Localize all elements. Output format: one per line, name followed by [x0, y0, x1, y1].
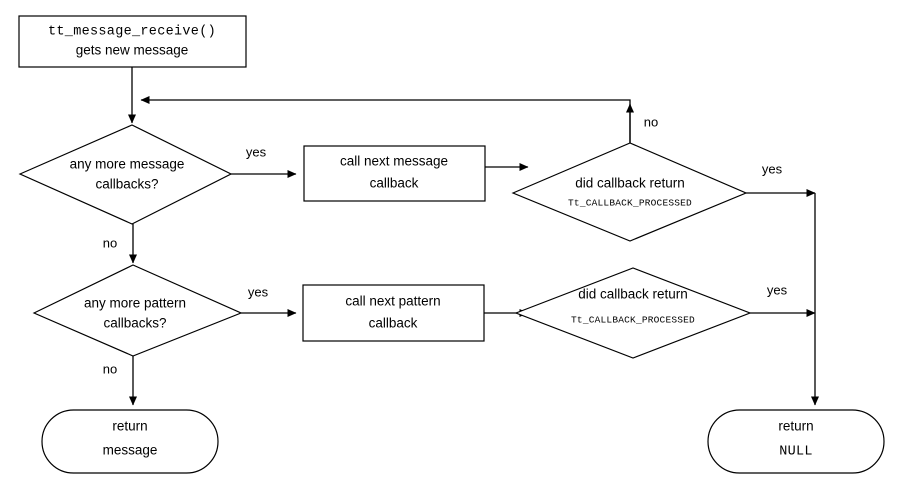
node-call-message-callback-line2: callback [370, 176, 419, 191]
node-decision-message-callbacks-line1: any more message [70, 157, 185, 172]
node-call-pattern-callback: call next pattern callback [302, 284, 485, 342]
node-decision-message-callbacks: any more message callbacks? [18, 124, 233, 225]
node-decision-pattern-return: did callback return Tt_CALLBACK_PROCESSE… [514, 267, 752, 359]
edge-message-return-no-feedback [140, 96, 631, 143]
node-decision-message-return: did callback return Tt_CALLBACK_PROCESSE… [511, 142, 748, 242]
edge-label-pattern-callbacks-yes: yes [248, 284, 269, 299]
edge-label-message-callbacks-yes: yes [246, 144, 267, 159]
node-decision-message-return-line1: did callback return [575, 176, 685, 191]
node-decision-pattern-callbacks-line2: callbacks? [103, 316, 166, 331]
node-call-message-callback: call next message callback [303, 145, 486, 202]
edge-label-pattern-callbacks-no: no [103, 361, 117, 376]
node-return-message: return message [41, 409, 219, 474]
node-call-pattern-callback-line2: callback [369, 316, 418, 331]
node-decision-message-callbacks-line2: callbacks? [95, 177, 158, 192]
edge-label-message-callbacks-no: no [103, 235, 117, 250]
node-decision-pattern-return-line1: did callback return [578, 287, 688, 302]
node-return-null-line1: return [778, 419, 813, 434]
node-start-line1: tt_message_receive() [48, 25, 216, 40]
node-start-line2: gets new message [76, 43, 189, 58]
edge-label-message-return-yes: yes [762, 161, 783, 176]
node-decision-pattern-return-line2: Tt_CALLBACK_PROCESSED [571, 315, 695, 326]
edge-label-message-return-no: no [644, 114, 658, 129]
node-return-message-line2: message [103, 443, 158, 458]
node-return-null: return NULL [707, 409, 885, 474]
node-decision-pattern-callbacks: any more pattern callbacks? [32, 264, 243, 357]
node-return-null-line2: NULL [779, 445, 813, 460]
node-call-message-callback-line1: call next message [340, 154, 448, 169]
node-call-pattern-callback-line1: call next pattern [345, 294, 440, 309]
edge-label-pattern-return-yes: yes [767, 282, 788, 297]
node-return-message-line1: return [112, 419, 147, 434]
node-decision-message-return-line2: Tt_CALLBACK_PROCESSED [568, 198, 692, 209]
node-start: tt_message_receive() gets new message [18, 15, 247, 68]
node-decision-pattern-callbacks-line1: any more pattern [84, 296, 186, 311]
